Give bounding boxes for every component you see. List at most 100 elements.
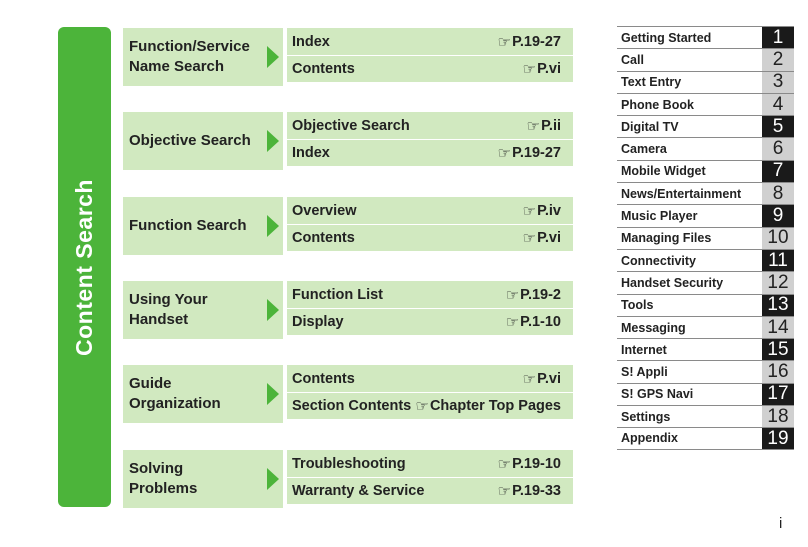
group-label: Using Your Handset	[123, 281, 283, 339]
chapter-row[interactable]: Tools 13	[617, 293, 794, 316]
ref-item: Contents	[292, 61, 355, 77]
chapter-number: 15	[762, 339, 794, 361]
chapter-number: 19	[762, 428, 794, 449]
chapter-number: 1	[762, 27, 794, 49]
ref-page[interactable]: P.19-10	[512, 455, 561, 472]
chapter-title: S! GPS Navi	[621, 387, 694, 402]
ref-page[interactable]: P.iv	[537, 202, 561, 219]
ref-row[interactable]: Overview ☞P.iv	[287, 197, 573, 224]
arrow-right-icon	[267, 468, 279, 490]
ref-row[interactable]: Display ☞P.1-10	[287, 308, 573, 335]
pointing-hand-icon: ☞	[497, 483, 512, 500]
group-label: Function Search	[123, 197, 283, 255]
chapter-title: News/Entertainment	[621, 186, 742, 201]
ref-row[interactable]: Contents ☞P.vi	[287, 224, 573, 251]
chapter-row[interactable]: Call 2	[617, 48, 794, 71]
ref-page[interactable]: P.19-2	[520, 286, 561, 303]
search-group-solving-problems: Solving Problems Troubleshooting ☞P.19-1…	[123, 450, 573, 508]
ref-row[interactable]: Contents ☞P.vi	[287, 55, 573, 82]
group-label: Function/Service Name Search	[123, 28, 283, 86]
chapter-row[interactable]: Handset Security 12	[617, 271, 794, 294]
ref-page[interactable]: P.vi	[537, 61, 561, 77]
chapter-number: 13	[762, 294, 794, 316]
chapter-title: Tools	[621, 298, 654, 313]
pointing-hand-icon: ☞	[497, 455, 512, 473]
chapter-title: Phone Book	[621, 97, 694, 112]
search-group-objective: Objective Search Objective Search ☞P.ii …	[123, 112, 573, 170]
content-search-tab: Content Search	[58, 27, 111, 507]
chapter-title: Handset Security	[621, 275, 724, 290]
arrow-right-icon	[267, 299, 279, 321]
chapter-title: Text Entry	[621, 75, 682, 90]
ref-page[interactable]: P.vi	[537, 230, 561, 246]
chapter-title: Call	[621, 52, 644, 67]
chapter-title: Getting Started	[621, 30, 712, 45]
group-label: Guide Organization	[123, 365, 283, 423]
chapter-number: 6	[762, 138, 794, 160]
ref-item: Index	[292, 33, 330, 50]
chapter-row[interactable]: Phone Book 4	[617, 92, 794, 116]
pointing-hand-icon: ☞	[526, 117, 541, 135]
ref-item: Objective Search	[292, 117, 410, 134]
search-group-using-handset: Using Your Handset Function List ☞P.19-2…	[123, 281, 573, 339]
chapter-number: 18	[762, 406, 794, 428]
chapter-row[interactable]: Getting Started 1	[617, 26, 794, 49]
ref-row[interactable]: Objective Search ☞P.ii	[287, 112, 573, 139]
chapter-number: 2	[762, 49, 794, 71]
chapter-title: Music Player	[621, 209, 698, 224]
ref-item: Troubleshooting	[292, 455, 406, 472]
ref-page[interactable]: Chapter Top Pages	[429, 398, 561, 414]
chapter-row[interactable]: Settings 18	[617, 405, 794, 428]
chapter-number: 16	[762, 361, 794, 383]
pointing-hand-icon: ☞	[505, 314, 520, 331]
group-label: Objective Search	[123, 112, 283, 170]
ref-row[interactable]: Troubleshooting ☞P.19-10	[287, 450, 573, 477]
chapter-title: Appendix	[621, 431, 678, 446]
ref-item: Section Contents	[292, 398, 412, 414]
chapter-number: 4	[762, 94, 794, 116]
ref-item: Contents	[292, 370, 355, 387]
arrow-right-icon	[267, 130, 279, 152]
chapter-number: 11	[762, 250, 794, 272]
chapter-title: Mobile Widget	[621, 164, 706, 179]
chapter-number: 14	[762, 317, 794, 339]
pointing-hand-icon: ☞	[522, 230, 537, 247]
chapter-number: 12	[762, 272, 794, 294]
ref-page[interactable]: P.19-33	[512, 483, 561, 499]
ref-page[interactable]: P.ii	[541, 117, 561, 134]
chapter-title: Settings	[621, 409, 671, 424]
pointing-hand-icon: ☞	[522, 61, 537, 78]
ref-page[interactable]: P.1-10	[520, 314, 561, 330]
ref-row[interactable]: Index ☞P.19-27	[287, 28, 573, 55]
search-group-function-service: Function/Service Name Search Index ☞P.19…	[123, 28, 573, 86]
ref-page[interactable]: P.19-27	[512, 33, 561, 50]
ref-item: Function List	[292, 286, 384, 303]
ref-row[interactable]: Section Contents ☞Chapter Top Pages	[287, 392, 573, 419]
pointing-hand-icon: ☞	[415, 398, 429, 415]
arrow-right-icon	[267, 46, 279, 68]
ref-page[interactable]: P.vi	[537, 370, 561, 387]
ref-row[interactable]: Contents ☞P.vi	[287, 365, 573, 392]
arrow-right-icon	[267, 215, 279, 237]
ref-row[interactable]: Function List ☞P.19-2	[287, 281, 573, 308]
search-group-guide-organization: Guide Organization Contents ☞P.vi Sectio…	[123, 365, 573, 423]
chapter-number: 10	[762, 227, 794, 249]
ref-row[interactable]: Warranty & Service ☞P.19-33	[287, 477, 573, 504]
chapter-row[interactable]: Appendix 19	[617, 427, 794, 450]
ref-row[interactable]: Index ☞P.19-27	[287, 139, 573, 166]
chapter-number: 5	[762, 116, 794, 138]
ref-page[interactable]: P.19-27	[512, 145, 561, 161]
